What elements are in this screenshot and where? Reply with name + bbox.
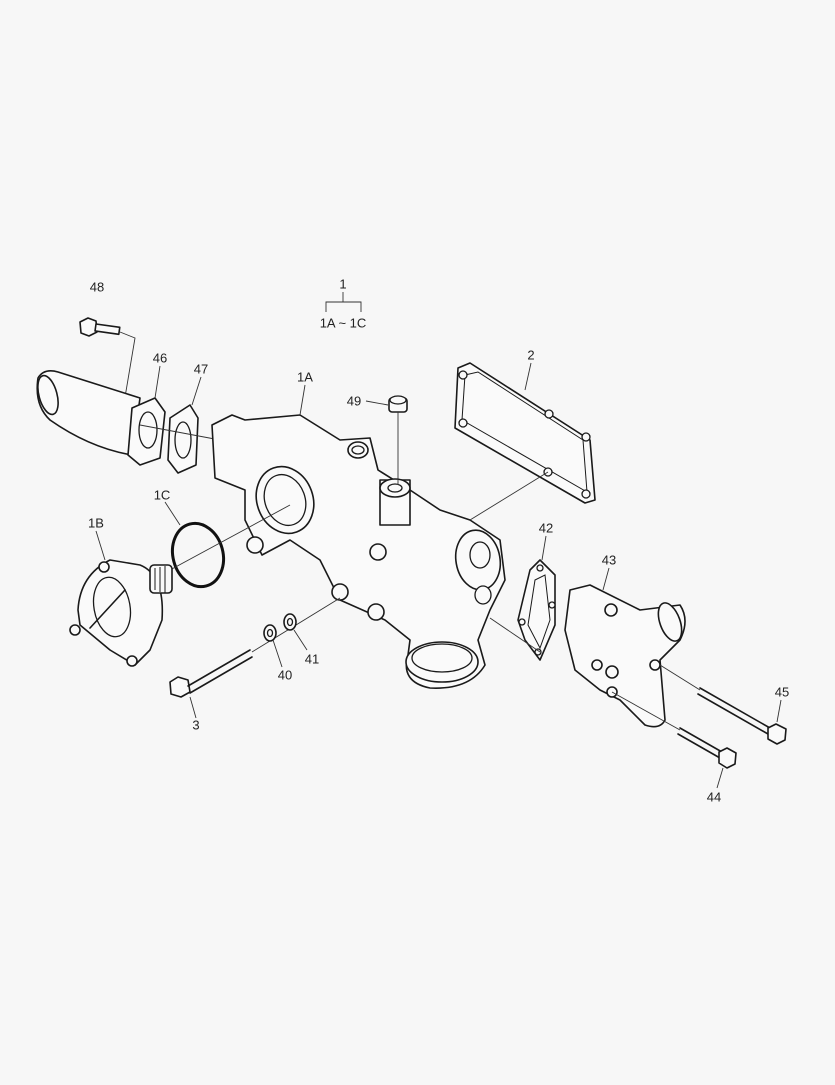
- callout-43: 43: [601, 552, 617, 568]
- plug-49-icon: [365, 395, 408, 485]
- outlet-elbow-43-icon: [564, 567, 686, 728]
- callout-1A-1C-range: 1A ~ 1C: [319, 315, 367, 331]
- flange-pipe-46-icon: [36, 365, 166, 466]
- gasket-42-icon: [489, 535, 556, 661]
- callout-48: 48: [89, 279, 105, 295]
- callout-42: 42: [538, 520, 554, 536]
- washer-41-icon: [283, 613, 308, 651]
- group-bracket: [325, 292, 362, 312]
- callout-46: 46: [152, 350, 168, 366]
- bolt-44-icon: [611, 691, 737, 789]
- callout-47: 47: [193, 361, 209, 377]
- callout-3: 3: [192, 717, 200, 733]
- gasket-2-icon: [454, 362, 596, 521]
- housing-1A-icon: [211, 384, 506, 689]
- thermostat-cover-1B-icon: [69, 530, 173, 667]
- callout-1B: 1B: [88, 515, 104, 531]
- callout-44: 44: [706, 789, 722, 805]
- oring-1C-icon: [164, 501, 291, 589]
- gasket-47-icon: [139, 376, 221, 474]
- callout-41: 41: [304, 651, 320, 667]
- callout-1: 1: [339, 276, 347, 292]
- bolt-48-icon: [79, 317, 141, 421]
- callout-1C: 1C: [153, 487, 171, 503]
- callout-2: 2: [527, 347, 535, 363]
- callout-1A: 1A: [297, 369, 313, 385]
- bolt-45-icon: [659, 664, 787, 745]
- callout-40: 40: [277, 667, 293, 683]
- callout-45: 45: [774, 684, 790, 700]
- callout-49: 49: [346, 393, 362, 409]
- washer-40-icon: [263, 624, 283, 668]
